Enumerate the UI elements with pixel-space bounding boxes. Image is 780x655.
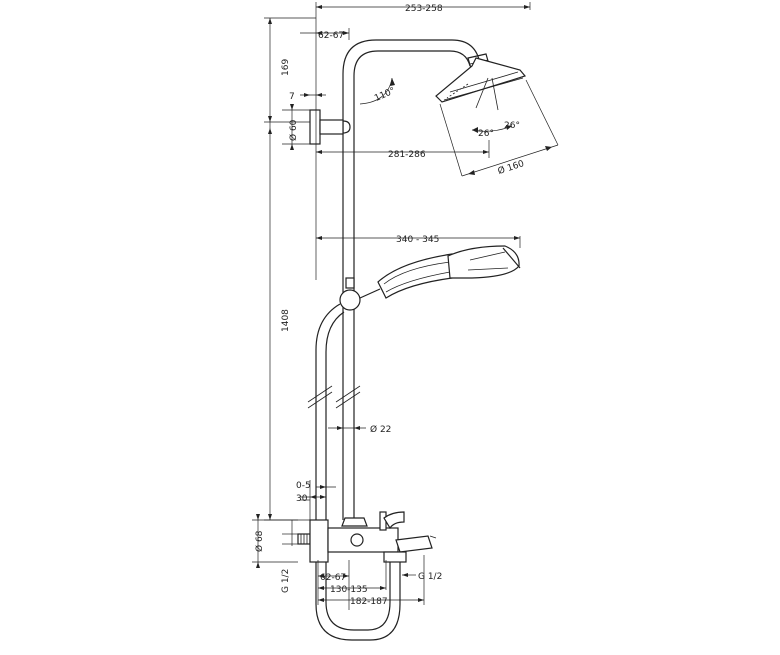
dimension-lines bbox=[252, 2, 559, 610]
dim-offset-30: 30 bbox=[296, 494, 308, 504]
hand-shower bbox=[377, 245, 521, 299]
dim-top-width: 253-258 bbox=[405, 4, 443, 14]
break-marks bbox=[307, 385, 361, 409]
dim-bar-dia: Ø 22 bbox=[370, 424, 391, 435]
dim-mixer-dia: Ø 68 bbox=[254, 530, 265, 552]
shower-hose bbox=[315, 303, 401, 641]
dim-spout-reach: 182-187 bbox=[350, 597, 388, 607]
dim-arm-angle: 110° bbox=[373, 86, 397, 104]
dim-arm-offset: 62-67 bbox=[318, 31, 344, 41]
dim-thread-right: G 1/2 bbox=[418, 572, 442, 582]
dim-total-height: 1408 bbox=[281, 309, 291, 332]
dim-top-height: 169 bbox=[281, 59, 291, 76]
slide-holder bbox=[339, 277, 381, 311]
dim-handshower-reach: 340 - 345 bbox=[396, 235, 439, 245]
overhead-shower-head bbox=[435, 57, 527, 111]
dim-head-dia: Ø 160 bbox=[496, 158, 525, 177]
dim-bracket-dia: Ø 60 bbox=[288, 119, 299, 141]
dim-mixer-offset: 62-67 bbox=[320, 573, 346, 583]
dim-thread-left: G 1/2 bbox=[281, 569, 291, 593]
dimension-labels: 253-258 62-67 110° 7 Ø 60 281-286 26° 26… bbox=[254, 4, 526, 607]
wall-bracket bbox=[309, 109, 351, 145]
dim-head-angle-right: 26° bbox=[504, 121, 520, 131]
dim-mixer-width: 130-135 bbox=[330, 585, 368, 595]
bath-mixer bbox=[297, 511, 437, 563]
dim-head-angle-left: 26° bbox=[478, 129, 494, 139]
dim-arm-reach: 281-286 bbox=[388, 150, 426, 160]
dim-offset-small: 0-5 bbox=[296, 481, 311, 491]
dim-wall-gap: 7 bbox=[289, 92, 295, 102]
